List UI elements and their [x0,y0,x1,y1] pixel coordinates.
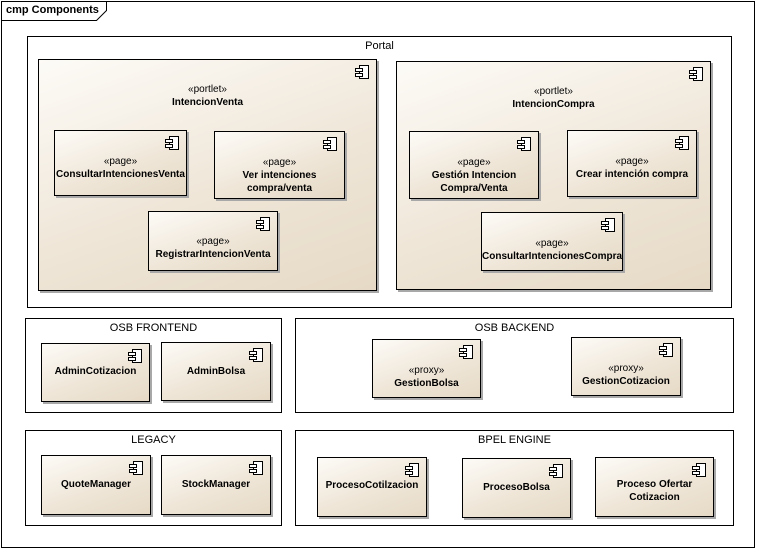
stereotype-label: «proxy» [408,365,445,376]
stereotype-label: «page» [535,238,569,249]
component-name: StockManager [181,479,251,490]
package-title-legacy: LEGACY [131,434,176,446]
component-icon [405,463,421,479]
component-name: RegistrarIntencionVenta [155,249,271,260]
component-icon [165,136,181,152]
component-name: IntencionCompra [512,99,595,110]
stereotype-label: «page» [615,156,649,167]
page-label: «page» ConsultarIntencionesVenta [55,155,186,181]
component-icon [256,217,272,233]
page-consultar-intenciones-venta[interactable]: «page» ConsultarIntencionesVenta [54,130,187,196]
component-name: ConsultarIntencionesCompra [482,251,623,262]
component-icon [601,218,617,234]
component-name: ConsultarIntencionesVenta [56,169,185,180]
package-title-osb-backend: OSB BACKEND [474,322,555,334]
stereotype-label: «page» [196,236,230,247]
component-icon [675,136,691,152]
component-icon [129,461,145,477]
component-gestion-bolsa[interactable]: «proxy» GestionBolsa [372,339,481,398]
component-name: GestionBolsa [394,378,459,389]
component-label: «proxy» GestionBolsa [373,364,480,390]
component-name: AdminCotizacion [54,366,137,377]
component-name: ProcesoCotilzacion [325,480,419,491]
page-label: «page» Gestión Intencion Compra/Venta [410,156,538,195]
page-label: «page» RegistrarIntencionVenta [149,235,277,261]
component-icon [689,67,705,83]
stereotype-label: «portlet» [188,84,227,95]
component-name: Crear intención compra [575,169,689,180]
component-name: ProcesoBolsa [483,482,550,493]
portlet-label: «portlet» IntencionVenta [39,83,376,109]
component-quote-manager[interactable]: QuoteManager [41,455,151,515]
component-icon [517,137,533,153]
component-admin-cotizacion[interactable]: AdminCotizacion [41,343,150,402]
component-name: QuoteManager [60,479,131,490]
component-icon [692,463,708,479]
stereotype-label: «page» [103,156,138,167]
page-label: «page» Crear intención compra [568,155,696,181]
stereotype-label: «page» [457,157,491,168]
component-proceso-bolsa[interactable]: ProcesoBolsa [462,458,571,518]
component-name: GestionCotizacion [582,376,670,387]
component-icon [355,65,371,81]
package-title-portal: Portal [365,40,394,52]
component-icon [249,461,265,477]
package-title-osb-frontend: OSB FRONTEND [109,322,198,334]
component-name: Ver intenciones compra/venta [242,170,317,194]
component-admin-bolsa[interactable]: AdminBolsa [161,342,271,401]
component-name: AdminBolsa [186,366,246,377]
portlet-label: «portlet» IntencionCompra [397,85,710,111]
package-title-bpel-engine: BPEL ENGINE [478,434,551,446]
component-name: Gestión Intencion Compra/Venta [431,170,517,194]
frame-tab-outline [1,1,107,21]
component-icon [323,137,339,153]
component-icon [459,345,475,361]
component-gestion-cotizacion[interactable]: «proxy» GestionCotizacion [571,337,681,396]
page-consultar-intenciones-compra[interactable]: «page» ConsultarIntencionesCompra [481,212,623,271]
page-registrar-intencion-venta[interactable]: «page» RegistrarIntencionVenta [148,211,278,271]
component-icon [128,349,144,365]
stereotype-label: «portlet» [534,86,573,97]
component-stock-manager[interactable]: StockManager [161,455,271,515]
stereotype-label: «page» [262,157,297,168]
page-crear-intencion-compra[interactable]: «page» Crear intención compra [567,130,697,197]
component-name: Proceso Ofertar Cotizacion [616,479,693,503]
component-icon [549,464,565,480]
component-icon [249,348,265,364]
component-name: IntencionVenta [171,97,244,108]
page-label: «page» ConsultarIntencionesCompra [482,237,622,263]
stereotype-label: «proxy» [608,363,644,374]
component-icon [659,343,675,359]
diagram-title: cmp Components [6,4,99,16]
page-gestion-intencion[interactable]: «page» Gestión Intencion Compra/Venta [409,131,539,199]
component-proceso-cotizacion[interactable]: ProcesoCotilzacion [317,457,427,517]
component-label: «proxy» GestionCotizacion [572,362,680,388]
page-label: «page» Ver intenciones compra/venta [215,156,344,195]
page-ver-intenciones[interactable]: «page» Ver intenciones compra/venta [214,131,345,199]
component-proceso-ofertar-cotizacion[interactable]: Proceso Ofertar Cotizacion [595,457,714,517]
